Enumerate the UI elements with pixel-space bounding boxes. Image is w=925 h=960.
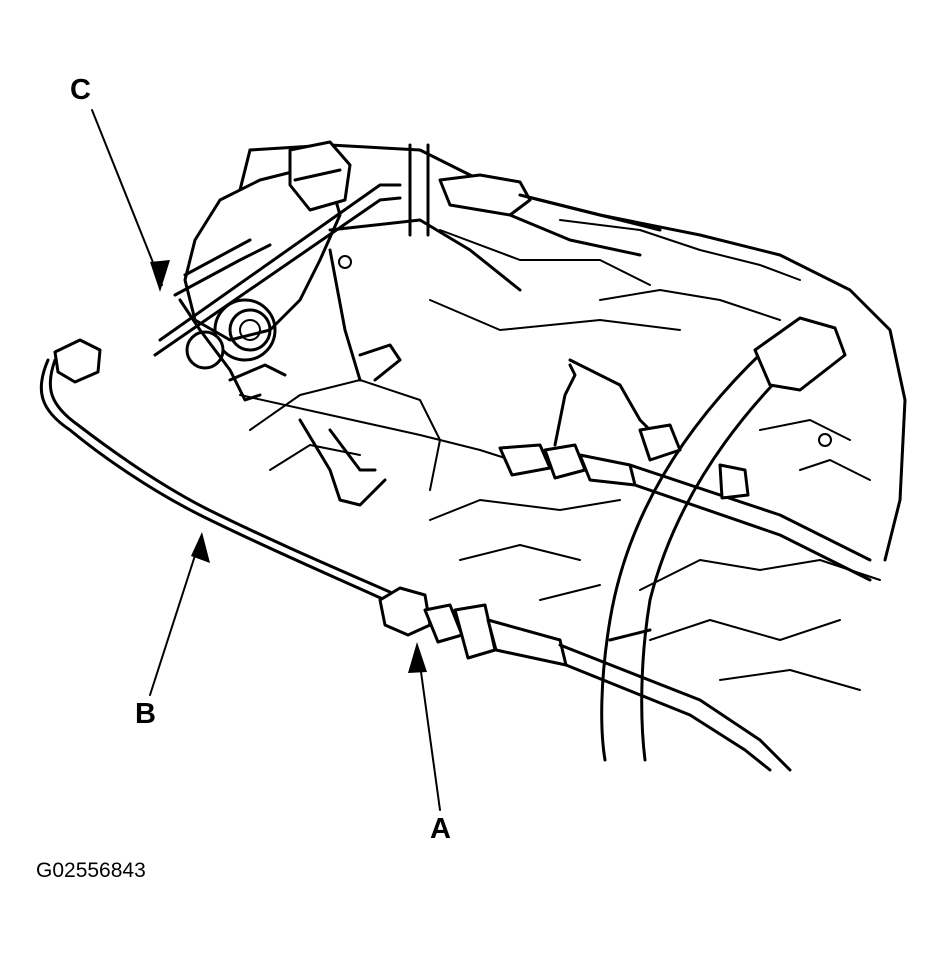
figure-id: G02556843 <box>36 859 146 882</box>
engine-block <box>238 143 907 691</box>
hose-pipes <box>153 143 662 507</box>
cruise-cable <box>39 338 792 772</box>
callout-label-a: A <box>430 813 451 845</box>
large-hose <box>600 316 847 762</box>
throttle-cable <box>239 358 872 582</box>
callout-label-c: C <box>70 74 91 106</box>
throttle-body <box>173 140 352 402</box>
leader-lines <box>91 109 441 811</box>
callout-label-b: B <box>135 698 156 730</box>
